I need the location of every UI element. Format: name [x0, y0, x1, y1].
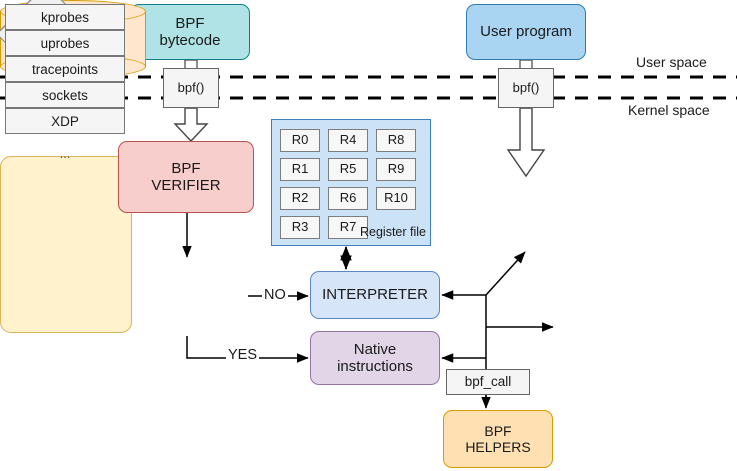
register-cell: R1	[280, 158, 320, 181]
bpf-helpers-line2: HELPERS	[465, 439, 531, 455]
bpf-verifier-line2: VERIFIER	[151, 177, 221, 194]
register-cell: R4	[328, 129, 368, 152]
interpreter-node: INTERPRETER	[310, 271, 440, 319]
register-row: R0 R4 R8	[280, 129, 424, 152]
event-source-item: XDP	[5, 108, 125, 134]
register-cell: R7	[328, 216, 368, 239]
event-source-item: sockets	[5, 82, 125, 108]
edge-label-yes: YES	[226, 347, 260, 363]
bpf-call-node: bpf_call	[446, 369, 530, 395]
register-row: R1 R5 R9	[280, 158, 424, 181]
bpf-syscall-left-node: bpf()	[163, 68, 219, 108]
bpf-bytecode-line1: BPF	[175, 14, 205, 32]
bpf-helpers-node: BPF HELPERS	[443, 410, 553, 468]
bpf-verifier-line1: BPF	[171, 159, 201, 177]
native-instructions-line2: instructions	[337, 358, 413, 375]
native-instructions-line1: Native	[353, 340, 397, 358]
bpf-helpers-line1: BPF	[484, 422, 512, 439]
event-source-item: uprobes	[5, 30, 125, 56]
event-source-ellipsis: ...	[59, 145, 71, 161]
bpf-syscall-right-node: bpf()	[498, 68, 554, 108]
register-cell: R9	[376, 158, 416, 181]
edge-hub-to-maps	[485, 251, 526, 296]
register-cell: R5	[328, 158, 368, 181]
bpf-bytecode-node: BPF bytecode	[130, 4, 250, 60]
user-program-node: User program	[466, 4, 586, 60]
user-space-label: User space	[636, 54, 707, 70]
register-cell: R8	[376, 129, 416, 152]
kernel-space-label: Kernel space	[628, 102, 710, 118]
register-cell: R3	[280, 216, 320, 239]
register-row: R3 R7	[280, 216, 424, 239]
register-cell: R6	[328, 187, 368, 210]
event-source-item: tracepoints	[5, 56, 125, 82]
register-file-node: R0 R4 R8 R1 R5 R9 R2 R6 R10 R3 R7 Regist…	[271, 119, 431, 246]
native-instructions-node: Native instructions	[310, 331, 440, 385]
edge-syscall-to-verifier	[173, 107, 209, 143]
register-cell: R0	[280, 129, 320, 152]
event-source-item: kprobes	[5, 4, 125, 30]
register-cell: R10	[376, 187, 416, 210]
event-sources-group: kprobes uprobes tracepoints sockets XDP …	[0, 4, 132, 333]
register-cell: R2	[280, 187, 320, 210]
register-file-label: Register file	[360, 225, 426, 239]
register-grid: R0 R4 R8 R1 R5 R9 R2 R6 R10 R3 R7	[280, 129, 424, 245]
register-row: R2 R6 R10	[280, 187, 424, 210]
bpf-bytecode-line2: bytecode	[159, 32, 221, 49]
edge-syscall-to-maps	[506, 107, 546, 178]
edge-label-no: NO	[262, 287, 288, 303]
bpf-verifier-node: BPF VERIFIER	[118, 141, 254, 213]
